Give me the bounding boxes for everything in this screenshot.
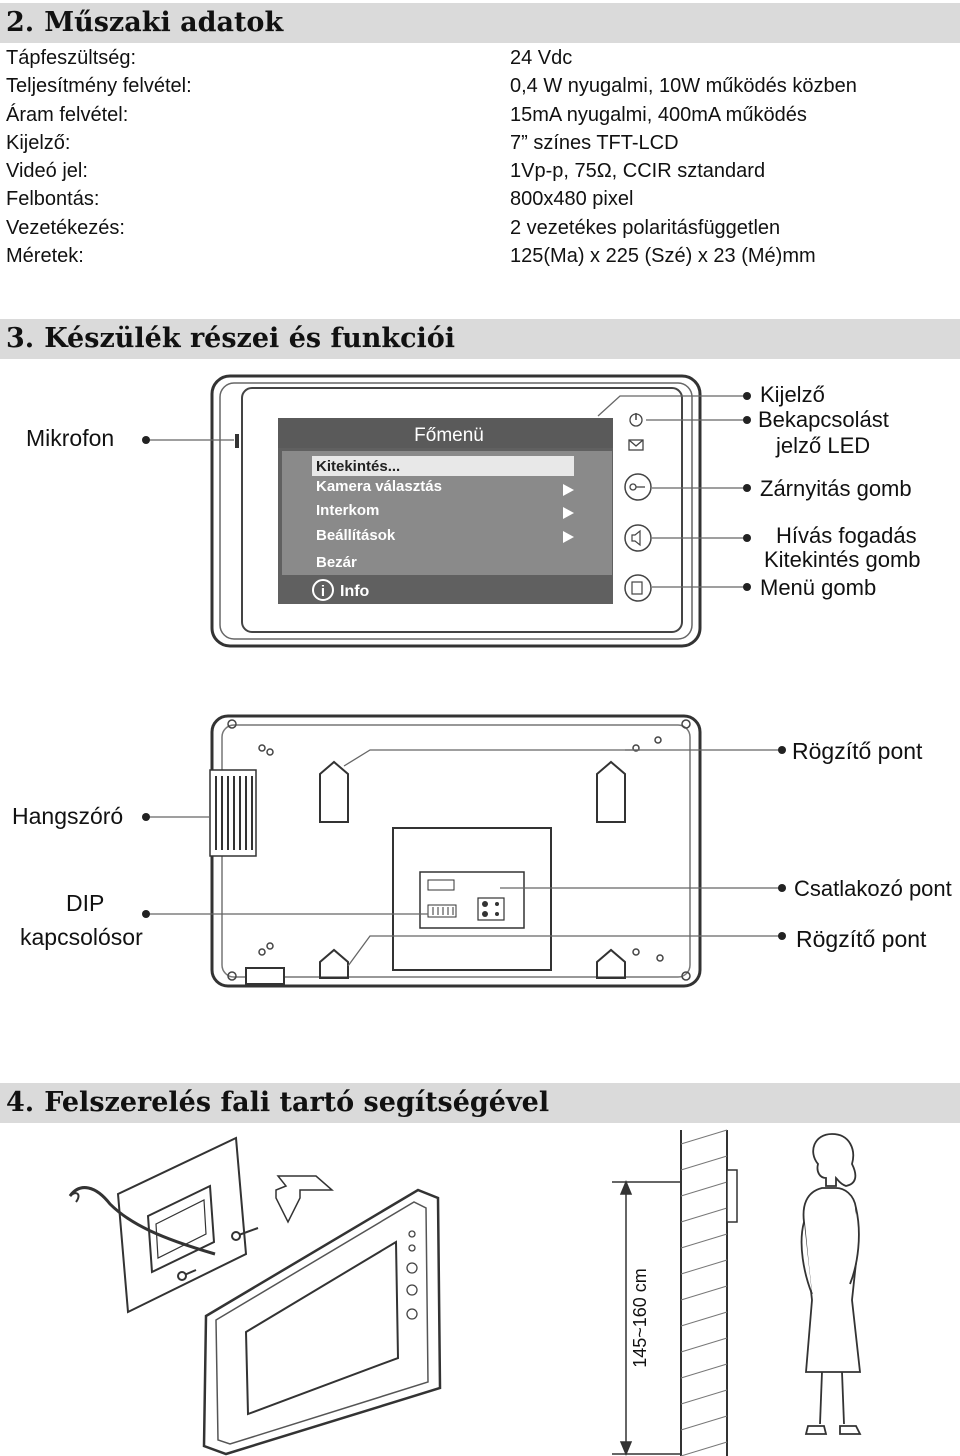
speaker-grille: [209, 769, 257, 857]
screen-menu-item: Kamera választás: [316, 478, 442, 495]
screen-menu-item: Bezár: [316, 554, 357, 571]
callout-kijelzo: Kijelző: [760, 382, 825, 407]
screen-menu-item: Interkom: [316, 502, 379, 519]
screen-info-label: Info: [340, 583, 370, 600]
spec-label: Kijelző:: [6, 131, 71, 154]
envelope-icon: [628, 439, 644, 451]
spec-row: Videó jel: 1Vp-p, 75Ω, CCIR sztandard: [0, 157, 960, 185]
person-figure: [800, 1133, 862, 1435]
section-number: 4.: [6, 1087, 35, 1118]
mounted-monitor: [726, 1169, 738, 1223]
svg-text:i: i: [321, 583, 325, 600]
callout-led-line1: Bekapcsolást: [758, 407, 889, 432]
submenu-arrow-icon: [563, 484, 574, 496]
spec-value: 15mA nyugalmi, 400mA működés: [510, 103, 807, 126]
spec-row: Áram felvétel: 15mA nyugalmi, 400mA működ…: [0, 101, 960, 129]
spec-row: Teljesítmény felvétel: 0,4 W nyugalmi, 10…: [0, 72, 960, 100]
section-heading-parts: 3. Készülék részei és funkciói: [0, 319, 960, 359]
spec-value: 2 vezetékes polaritásfüggetlen: [510, 216, 781, 239]
wall-bracket: [116, 1136, 248, 1314]
spec-value: 125(Ma) x 225 (Szé) x 23 (Mé)mm: [510, 245, 816, 268]
spec-value: 1Vp-p, 75Ω, CCIR sztandard: [510, 160, 766, 183]
monitor-perspective: [202, 1188, 442, 1456]
dip-switch[interactable]: [427, 904, 457, 918]
front-view-diagram: Főmenü Kitekintés... Kamera választás In…: [142, 374, 751, 648]
spec-row: Vezetékezés: 2 vezetékes polaritásfüggetl…: [0, 214, 960, 242]
spec-value: 800x480 pixel: [510, 188, 634, 211]
callout-menu: Menü gomb: [760, 575, 877, 600]
callout-zarnyitas: Zárnyitás gomb: [760, 476, 912, 501]
callout-rogzito-bottom: Rögzítő pont: [796, 926, 927, 952]
section-number: 3.: [6, 323, 35, 354]
mounting-slot: [319, 760, 349, 823]
install-diagram: 145~160 cm: [68, 1129, 862, 1456]
spec-label: Felbontás:: [6, 188, 100, 211]
screen-menu-item: Beállítások: [316, 527, 396, 544]
section-title: Készülék részei és funkciói: [44, 323, 456, 354]
height-label: 145~160 cm: [630, 1268, 650, 1368]
callout-hangszoro: Hangszóró: [12, 803, 124, 829]
spec-row: Méretek: 125(Ma) x 225 (Szé) x 23 (Mé)mm: [0, 242, 960, 270]
callout-dip-line1: DIP: [66, 890, 105, 916]
down-arrow-icon: [275, 1175, 334, 1224]
power-led: [629, 413, 643, 427]
spec-label: Teljesítmény felvétel:: [6, 75, 192, 98]
section-title: Műszaki adatok: [44, 7, 284, 38]
spec-row: Kijelző: 7” színes TFT-LCD: [0, 129, 960, 157]
spec-label: Vezetékezés:: [6, 216, 125, 239]
spec-label: Áram felvétel:: [6, 103, 129, 126]
section-heading-specs: 2. Műszaki adatok: [0, 3, 960, 43]
spec-label: Tápfeszültség:: [6, 47, 137, 69]
height-dimension: [612, 1180, 680, 1456]
talk-button[interactable]: [624, 524, 652, 552]
callout-rogzito-top: Rögzítő pont: [792, 738, 923, 764]
section-heading-mount: 4. Felszerelés fali tartó segítségével: [0, 1083, 960, 1123]
callout-led-line2: jelző LED: [776, 433, 871, 458]
spec-label: Videó jel:: [6, 160, 88, 183]
submenu-arrow-icon: [563, 531, 574, 543]
screw-icon: [177, 1227, 259, 1281]
menu-selected-highlight: [312, 456, 574, 476]
spec-row: Felbontás: 800x480 pixel: [0, 185, 960, 213]
callout-hivas-line1: Hívás fogadás: [776, 523, 917, 548]
section-title: Felszerelés fali tartó segítségével: [44, 1087, 550, 1118]
submenu-arrow-icon: [563, 507, 574, 519]
callout-dip-line2: kapcsolósor: [20, 924, 143, 950]
wall: [680, 1129, 728, 1456]
unlock-button[interactable]: [624, 473, 652, 501]
spec-row: Tápfeszültség: 24 Vdc: [0, 44, 960, 72]
mounting-slot: [319, 948, 349, 979]
spec-value: 24 Vdc: [510, 47, 573, 69]
callout-csatlakozo: Csatlakozó pont: [794, 876, 952, 901]
spec-value: 7” színes TFT-LCD: [510, 131, 679, 154]
menu-button[interactable]: [624, 574, 652, 602]
spec-value: 0,4 W nyugalmi, 10W működés közben: [510, 75, 857, 98]
cable: [68, 1186, 216, 1256]
microphone-hole: [235, 434, 239, 448]
back-view-diagram: [142, 714, 786, 988]
callout-mikrofon: Mikrofon: [26, 425, 115, 451]
callout-hivas-line2: Kitekintés gomb: [764, 547, 921, 572]
screen-menu-item: Kitekintés...: [316, 458, 400, 475]
section-number: 2.: [6, 7, 35, 38]
spec-table: Tápfeszültség: 24 Vdc Teljesítmény felvét…: [0, 44, 960, 270]
terminal-block[interactable]: [477, 897, 505, 921]
info-icon: [312, 579, 334, 601]
spec-label: Méretek:: [6, 245, 84, 268]
screen-menu-title: Főmenü: [414, 425, 484, 446]
mounting-slot: [596, 948, 626, 979]
mounting-slot: [596, 760, 626, 823]
